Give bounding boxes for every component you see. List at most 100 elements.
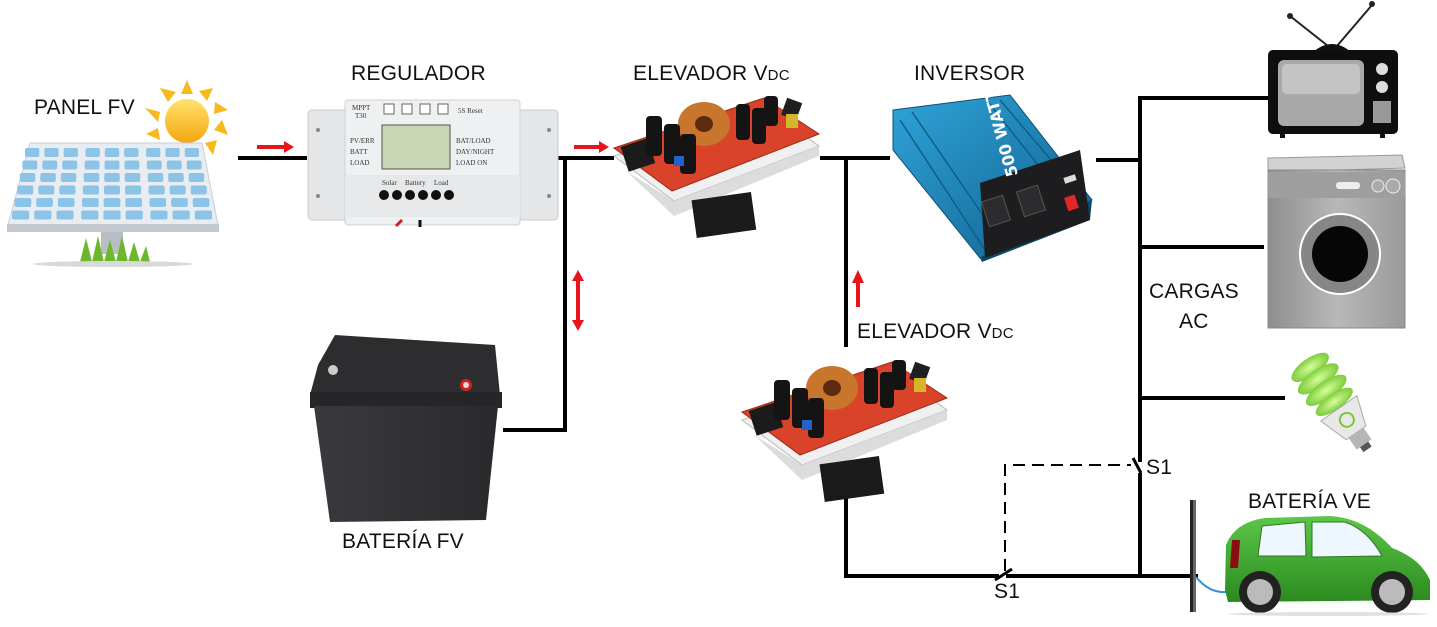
- inverter-icon: 500 WATT: [892, 88, 1093, 262]
- dc-booster-icon: [612, 96, 821, 239]
- panel-cell: [125, 185, 142, 195]
- svg-text:Load: Load: [434, 179, 449, 187]
- panel-cell: [190, 185, 207, 195]
- label-booster-bottom: ELEVADOR VDC: [857, 320, 1014, 344]
- switch-s1-upper[interactable]: [1131, 457, 1143, 474]
- arrow-bidirectional-icon: [572, 270, 584, 331]
- svg-text:DAY/NIGHT: DAY/NIGHT: [456, 148, 495, 156]
- svg-text:Solar: Solar: [382, 179, 397, 187]
- label-booster-top-main: ELEVADOR V: [633, 62, 768, 85]
- panel-cell: [34, 210, 52, 220]
- label-booster-bottom-sub: DC: [991, 325, 1014, 342]
- panel-cell: [184, 148, 199, 157]
- battery-pv-icon: [310, 335, 502, 522]
- panel-cell: [146, 148, 161, 157]
- panel-cell: [59, 185, 76, 195]
- label-switch-s1-upper: S1: [1146, 456, 1173, 479]
- panel-cell: [104, 148, 120, 157]
- label-booster-bottom-main: ELEVADOR V: [857, 320, 992, 343]
- dc-booster-icon: [740, 360, 949, 503]
- label-loads-ac-line1: CARGAS: [1149, 280, 1239, 303]
- panel-cell: [172, 210, 190, 220]
- panel-cell: [82, 198, 99, 207]
- panel-cell: [103, 185, 121, 195]
- panel-cells: [12, 148, 212, 220]
- panel-cell: [194, 210, 212, 220]
- switch-s1-lower[interactable]: [994, 567, 1013, 582]
- panel-cell: [12, 210, 30, 220]
- svg-text:5S Reset: 5S Reset: [458, 107, 483, 115]
- label-battery-fv: BATERÍA FV: [342, 530, 464, 553]
- panel-cell: [56, 210, 74, 220]
- panel-cell: [63, 148, 78, 157]
- panel-cell: [125, 198, 142, 207]
- tv-icon: [1268, 1, 1398, 138]
- panel-cell: [103, 198, 121, 207]
- svg-text:LOAD ON: LOAD ON: [456, 159, 487, 167]
- panel-cell: [104, 173, 120, 182]
- panel-cell: [124, 160, 140, 170]
- panel-cell: [81, 210, 99, 220]
- panel-cell: [60, 173, 77, 182]
- svg-text:PV/ERR: PV/ERR: [350, 137, 375, 145]
- wires: [238, 96, 1285, 578]
- label-booster-top-sub: DC: [767, 67, 790, 84]
- panel-cell: [186, 160, 202, 170]
- panel-cell: [62, 160, 78, 170]
- svg-text:BAT/LOAD: BAT/LOAD: [456, 137, 491, 145]
- panel-cell: [19, 173, 36, 182]
- panel-cell: [22, 160, 38, 170]
- svg-text:BATT: BATT: [350, 148, 368, 156]
- panel-cell: [169, 185, 186, 195]
- panel-cell: [150, 210, 168, 220]
- panel-cell: [103, 210, 121, 220]
- panel-cell: [124, 173, 141, 182]
- electric-car-icon: [1225, 516, 1430, 616]
- panel-cell: [192, 198, 210, 207]
- panel-cell: [125, 210, 143, 220]
- sun-icon: [145, 80, 228, 155]
- label-panel-fv: PANEL FV: [34, 96, 135, 119]
- panel-cell: [148, 185, 165, 195]
- panel-cell: [104, 160, 120, 170]
- panel-cell: [38, 185, 55, 195]
- panel-cell: [168, 173, 184, 182]
- panel-cell: [85, 148, 100, 157]
- label-regulator: REGULADOR: [351, 62, 486, 85]
- cfl-bulb-icon: [1291, 352, 1372, 453]
- svg-text:Battery: Battery: [405, 179, 426, 187]
- panel-cell: [42, 160, 58, 170]
- label-booster-top: ELEVADOR VDC: [633, 62, 790, 86]
- washing-machine-icon: [1267, 154, 1406, 329]
- flow-arrows: [257, 141, 864, 331]
- label-inverter: INVERSOR: [914, 62, 1026, 85]
- svg-text:LOAD: LOAD: [350, 159, 369, 167]
- switch-link-dashed: [1004, 464, 1131, 571]
- arrow-right-icon: [257, 141, 294, 153]
- panel-cell: [40, 173, 56, 182]
- svg-text:MPPT: MPPT: [352, 104, 371, 112]
- arrow-up-icon: [852, 270, 864, 307]
- panel-cell: [14, 198, 32, 207]
- panel-cell: [82, 185, 99, 195]
- panel-cell: [146, 160, 162, 170]
- panel-cell: [36, 198, 53, 207]
- grass-icon: [80, 236, 150, 262]
- panel-cell: [171, 198, 188, 207]
- panel-cell: [124, 148, 139, 157]
- arrow-right-icon: [574, 141, 609, 153]
- label-battery-ev: BATERÍA VE: [1248, 490, 1371, 513]
- panel-cell: [25, 148, 40, 157]
- solar-panel-icon: [7, 80, 228, 267]
- panel-cell: [149, 198, 167, 207]
- panel-cell: [147, 173, 164, 182]
- panel-cell: [44, 148, 59, 157]
- panel-cell: [57, 198, 75, 207]
- label-loads-ac-line2: AC: [1179, 310, 1209, 333]
- panel-cell: [166, 160, 182, 170]
- panel-cell: [17, 185, 34, 195]
- panel-cell: [165, 148, 180, 157]
- panel-cell: [83, 173, 100, 182]
